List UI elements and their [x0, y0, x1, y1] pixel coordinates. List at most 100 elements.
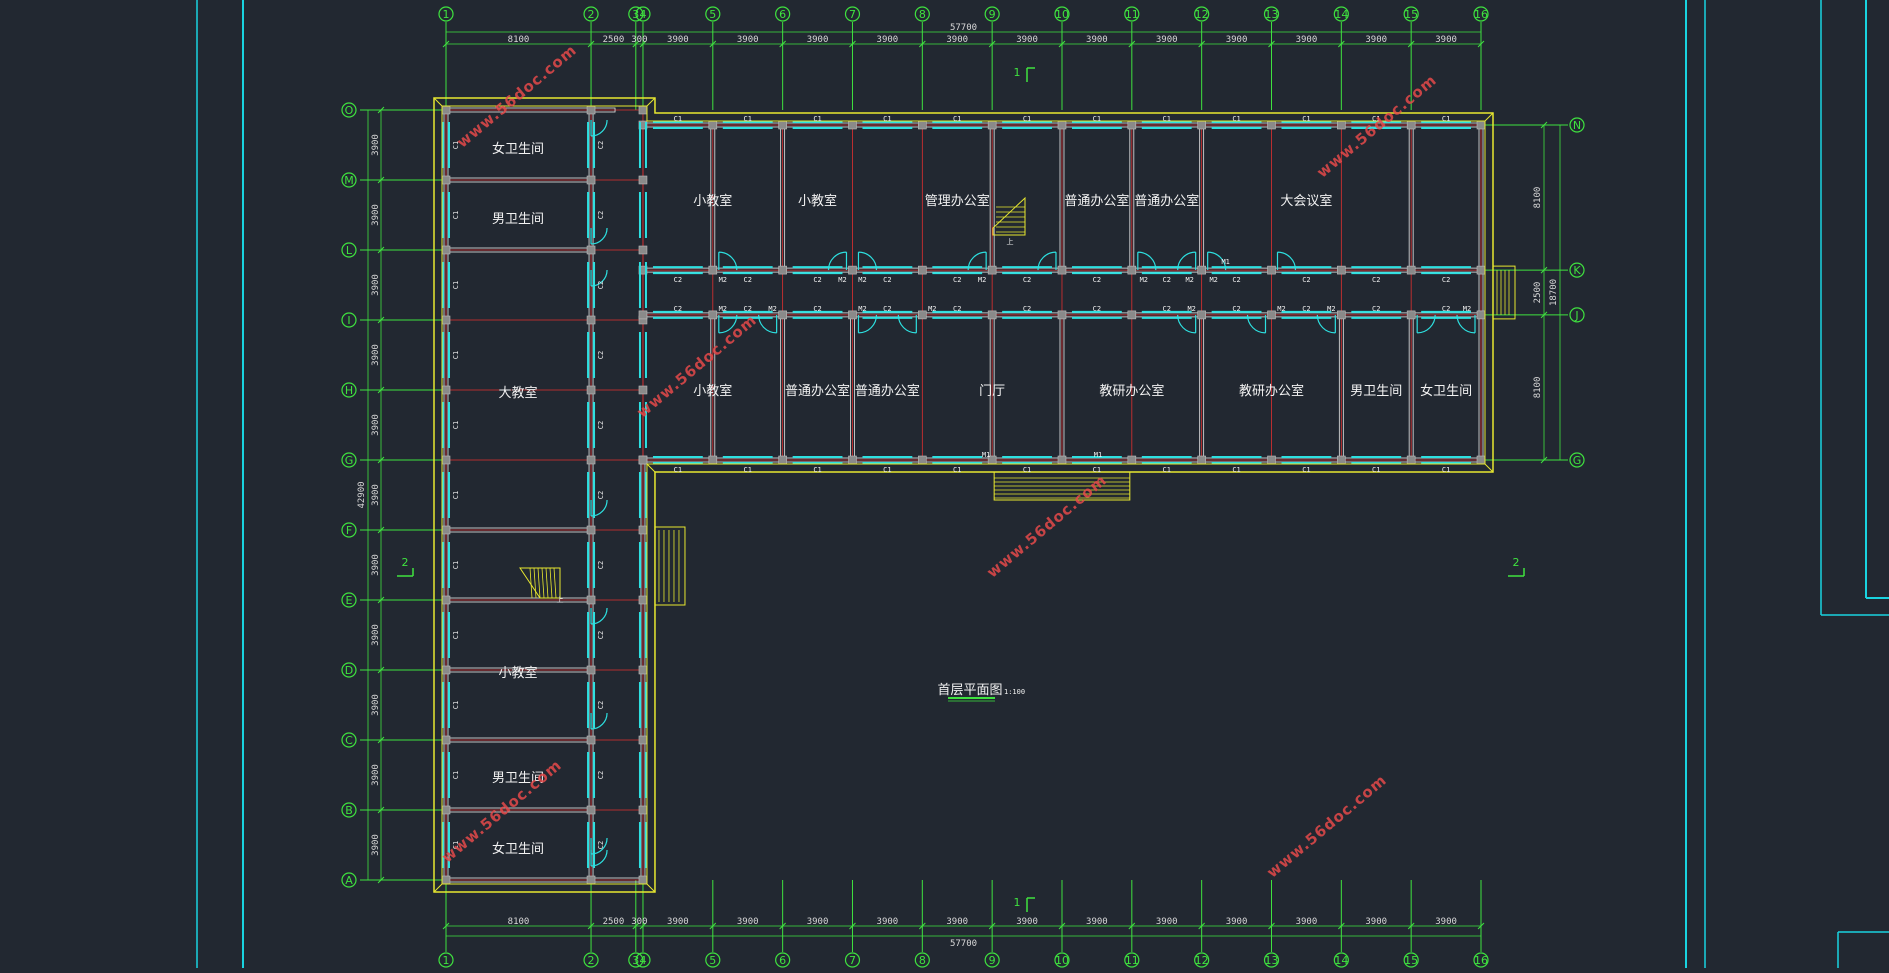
window-tag: C1	[1023, 466, 1031, 474]
dim-tick	[1337, 40, 1345, 48]
window-tag: C1	[674, 466, 682, 474]
window-tag: C1	[452, 421, 460, 429]
dim-tick	[377, 456, 385, 464]
window-tag: C2	[883, 276, 891, 284]
dim-text: 3900	[1296, 35, 1318, 45]
column	[586, 385, 596, 395]
column	[1127, 455, 1137, 465]
grid-bubble	[1333, 6, 1349, 22]
grid-label: L	[346, 244, 353, 257]
drawing-title: 首层平面图	[937, 683, 1002, 698]
column	[1476, 455, 1486, 465]
door-tag: M2	[1463, 305, 1471, 313]
dim-text: 3900	[946, 35, 968, 45]
dim-total-text: 57700	[950, 23, 977, 33]
room-name: 男卫生间	[492, 212, 544, 227]
window-tag: C2	[744, 305, 752, 313]
door-tag: M2	[928, 305, 936, 313]
window-tag: C1	[953, 466, 961, 474]
grid-bubble	[775, 6, 791, 22]
window-tag: C1	[1372, 115, 1380, 123]
column	[1127, 265, 1137, 275]
window-tag: C2	[1023, 305, 1031, 313]
column	[778, 265, 787, 275]
stair-tread	[529, 567, 533, 599]
window-tag: C2	[1093, 305, 1101, 313]
column	[638, 665, 648, 675]
column	[1476, 310, 1486, 320]
dim-tick	[639, 922, 647, 930]
door-tag: M2	[1209, 276, 1217, 284]
door	[1137, 251, 1157, 271]
column	[1197, 310, 1206, 320]
room-name: 小教室	[798, 193, 837, 209]
grid-label: 16	[1474, 8, 1488, 21]
column	[441, 105, 451, 115]
column	[441, 315, 451, 325]
door	[718, 251, 738, 271]
dim-tick	[988, 922, 996, 930]
dim-text: 3900	[371, 414, 381, 436]
section-mark-label: 2	[1513, 556, 1520, 569]
dim-tick	[377, 246, 385, 254]
column	[441, 455, 451, 465]
column	[1267, 455, 1276, 465]
stair-tread	[545, 567, 549, 599]
grid-bubble	[705, 6, 721, 22]
column	[1406, 310, 1416, 320]
dim-total-text: 42900	[357, 481, 367, 508]
window-tag: C2	[597, 561, 605, 569]
side-entrance-steps	[654, 526, 686, 606]
column	[1337, 265, 1346, 275]
room-name: 门厅	[979, 384, 1005, 399]
outline-corner	[433, 883, 443, 893]
grid-label: 6	[779, 8, 786, 21]
column	[708, 455, 718, 465]
door	[590, 119, 608, 137]
door	[1207, 251, 1227, 271]
window-tag: C1	[1163, 466, 1171, 474]
column	[848, 265, 857, 275]
door-tag: M2	[768, 305, 776, 313]
column	[848, 455, 857, 465]
column	[441, 875, 451, 885]
window-tag: C2	[597, 631, 605, 639]
window-tag: C1	[744, 466, 752, 474]
dim-tick	[1198, 922, 1206, 930]
annotations: 上上C1C1C2C2C1C1C2C2C1C1C2C2C1C1C2C2C1C1C2…	[397, 66, 1525, 912]
column	[708, 265, 718, 275]
grid-label: 13	[1264, 954, 1278, 967]
grid-label: 16	[1474, 954, 1488, 967]
grid-label: 8	[919, 954, 926, 967]
column	[1406, 120, 1416, 130]
grid-bubble	[1333, 952, 1349, 968]
column	[586, 875, 596, 885]
room-name: 小教室	[693, 193, 732, 209]
section-mark-label: 1	[1014, 896, 1021, 909]
dim-tick	[639, 40, 647, 48]
room-name: 普通办公室	[1134, 193, 1199, 209]
stair-tread	[549, 567, 553, 599]
room-name: 教研办公室	[1239, 383, 1304, 399]
grid-label: G	[345, 454, 354, 467]
window-tag: C2	[597, 491, 605, 499]
column	[918, 120, 927, 130]
grid-bubble	[341, 662, 357, 678]
door	[758, 314, 778, 334]
room-name: 管理办公室	[925, 193, 990, 209]
dim-text: 300	[631, 917, 647, 927]
dim-tick	[1540, 121, 1548, 129]
door	[590, 269, 608, 287]
dim-tick	[442, 922, 450, 930]
column	[1197, 265, 1206, 275]
dim-tick	[1268, 40, 1275, 48]
column	[638, 105, 648, 115]
grid-label: A	[345, 874, 353, 887]
column	[987, 265, 997, 275]
window-tag: C2	[674, 276, 682, 284]
grid-label: 11	[1125, 8, 1139, 21]
grid-label: J	[1574, 309, 1578, 322]
dim-text: 3900	[371, 484, 381, 506]
window-tag: C2	[1232, 305, 1240, 313]
grid-label: 9	[989, 8, 996, 21]
